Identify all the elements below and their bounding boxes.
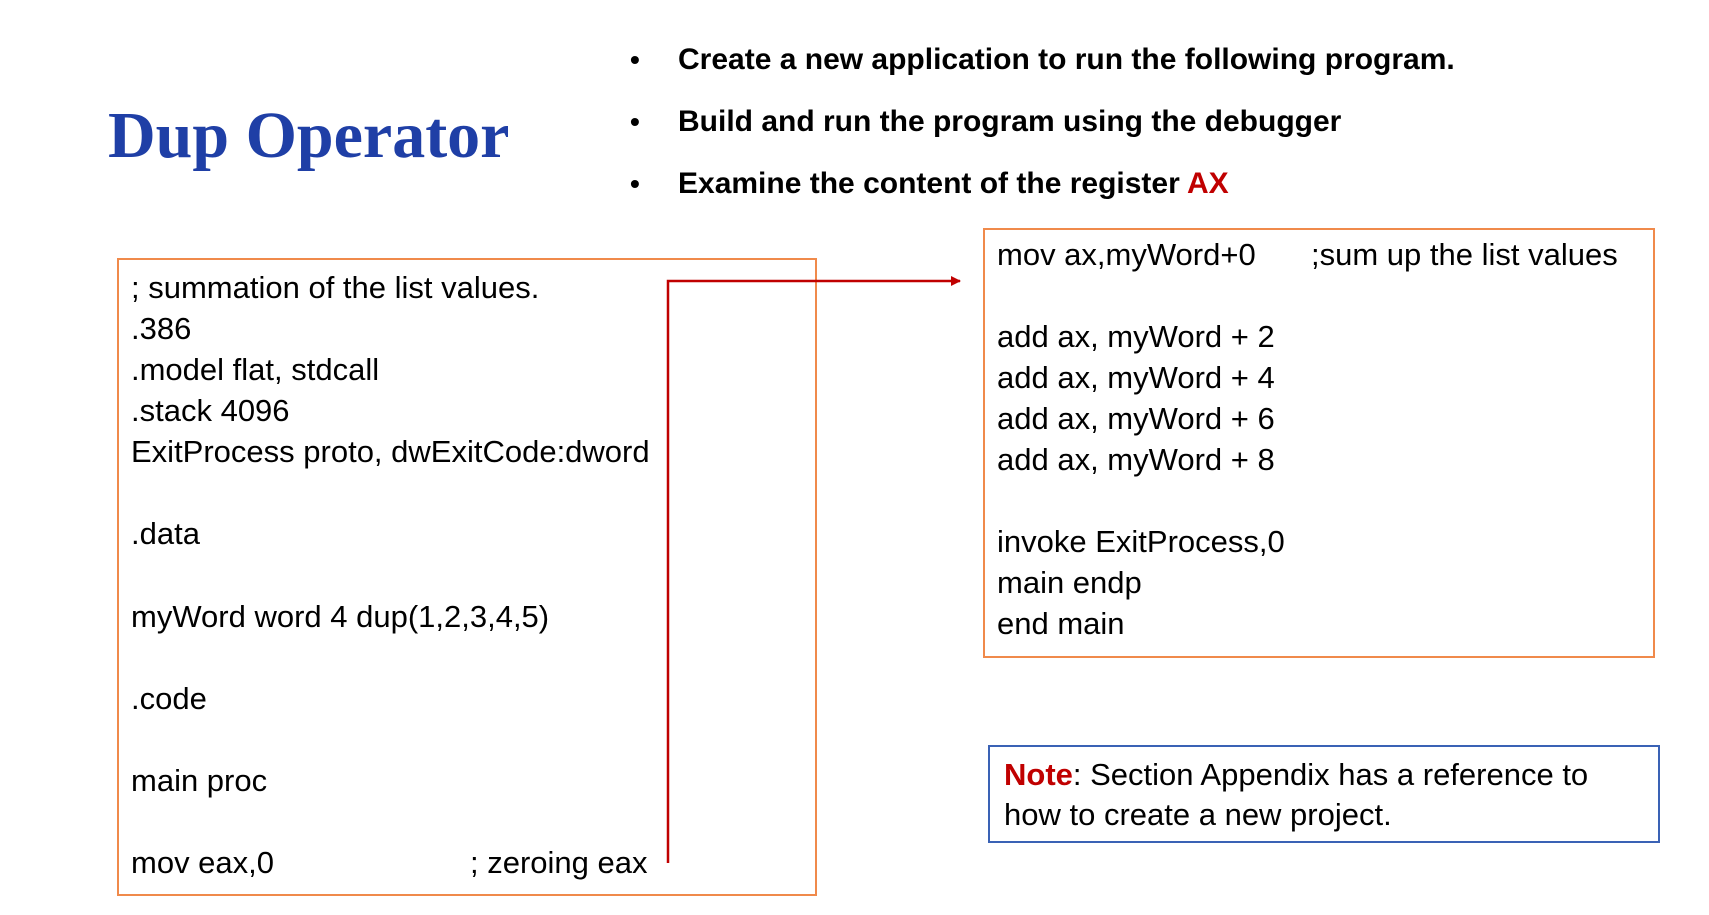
code-line: main proc bbox=[131, 763, 268, 798]
code-line: mov ax,myWord+0 bbox=[997, 237, 1256, 272]
code-comment: ;sum up the list values bbox=[1311, 237, 1618, 272]
code-line: add ax, myWord + 4 bbox=[997, 360, 1275, 395]
code-line: add ax, myWord + 6 bbox=[997, 401, 1275, 436]
instruction-text: Create a new application to run the foll… bbox=[678, 43, 1455, 76]
instruction-item: • Create a new application to run the fo… bbox=[630, 38, 1455, 100]
code-line: .model flat, stdcall bbox=[131, 352, 380, 387]
code-line: .code bbox=[131, 681, 207, 716]
code-line: invoke ExitProcess,0 bbox=[997, 524, 1285, 559]
code-listing-part-2: mov ax,myWord+0 ;sum up the list values … bbox=[983, 228, 1655, 658]
bullet-icon: • bbox=[630, 168, 640, 199]
code-line: mov eax,0 bbox=[131, 845, 275, 880]
code-comment: ; zeroing eax bbox=[470, 845, 648, 880]
register-name: AX bbox=[1187, 167, 1229, 200]
note-box: Note: Section Appendix has a reference t… bbox=[988, 745, 1660, 843]
note-text: : Section Appendix has a reference to ho… bbox=[1004, 757, 1589, 832]
code-line: add ax, myWord + 2 bbox=[997, 319, 1275, 354]
code-listing-part-1: ; summation of the list values. .386 .mo… bbox=[117, 258, 817, 896]
instruction-item: • Examine the content of the register AX bbox=[630, 162, 1455, 224]
instruction-list: • Create a new application to run the fo… bbox=[630, 38, 1455, 224]
code-line: main endp bbox=[997, 565, 1142, 600]
instruction-text: Build and run the program using the debu… bbox=[678, 105, 1342, 138]
code-line: .data bbox=[131, 516, 200, 551]
code-line: myWord word 4 dup(1,2,3,4,5) bbox=[131, 599, 550, 634]
code-line: end main bbox=[997, 606, 1125, 641]
bullet-icon: • bbox=[630, 44, 640, 75]
arrow-line bbox=[666, 276, 961, 863]
instruction-text: Examine the content of the register bbox=[678, 167, 1187, 200]
code-line: ExitProcess proto, dwExitCode:dword bbox=[131, 434, 650, 469]
code-line: ; summation of the list values. bbox=[131, 270, 540, 305]
bullet-icon: • bbox=[630, 106, 640, 137]
code-line: .stack 4096 bbox=[131, 393, 290, 428]
instruction-item: • Build and run the program using the de… bbox=[630, 100, 1455, 162]
slide-title: Dup Operator bbox=[108, 99, 510, 172]
note-label: Note bbox=[1004, 757, 1073, 792]
code-line: .386 bbox=[131, 311, 192, 346]
code-line: add ax, myWord + 8 bbox=[997, 442, 1275, 477]
